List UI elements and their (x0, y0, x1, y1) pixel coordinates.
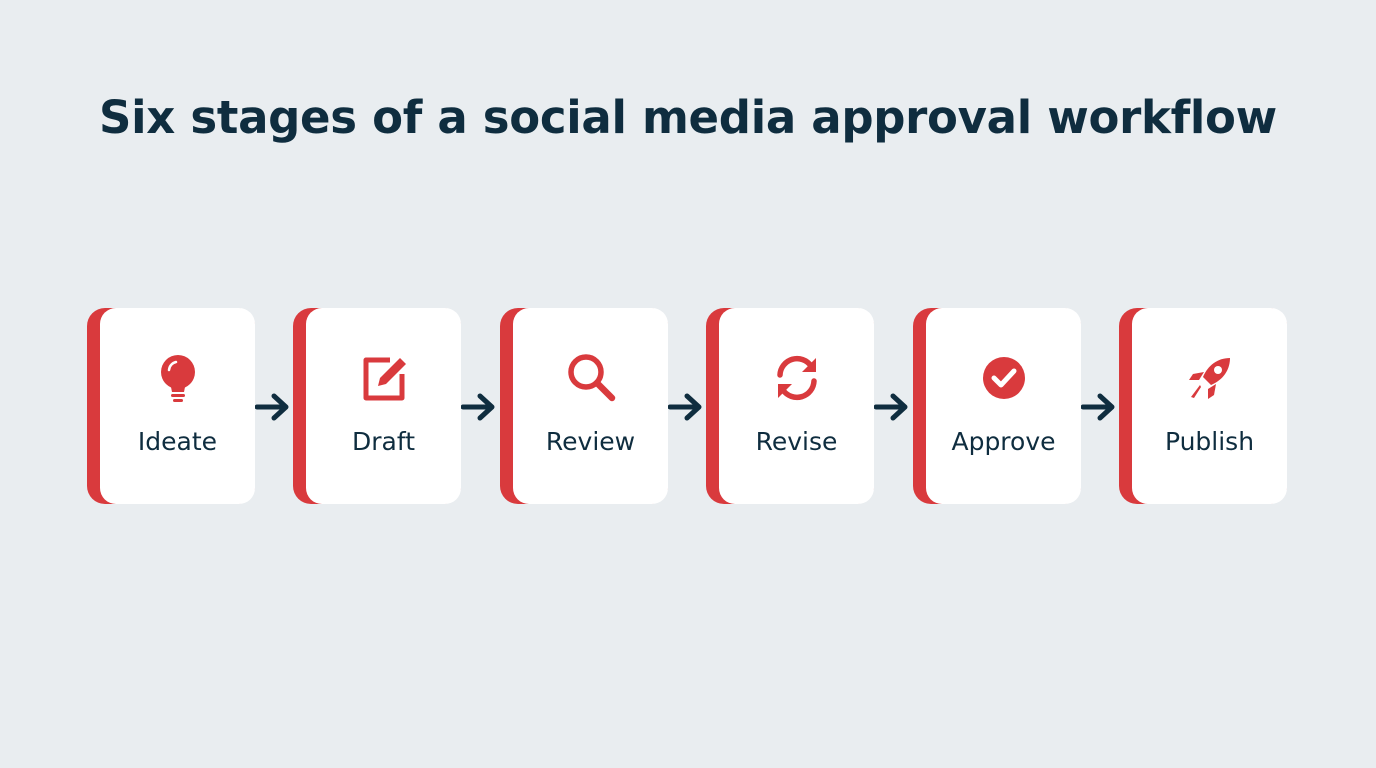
stage-card-body: Review (513, 308, 668, 504)
stage-card-body: Publish (1132, 308, 1287, 504)
stage-card-body: Ideate (100, 308, 255, 504)
diagram-title: Six stages of a social media approval wo… (99, 91, 1277, 144)
stage-card-revise: Revise (706, 308, 874, 504)
arrow-right-icon (874, 390, 910, 424)
stage-card-body: Approve (926, 308, 1081, 504)
stage-card-body: Revise (719, 308, 874, 504)
arrow-right-icon (1081, 390, 1117, 424)
arrow-right-icon (461, 390, 497, 424)
edit-icon (354, 348, 414, 408)
stage-label: Publish (1164, 427, 1255, 456)
stage-card-review: Review (500, 308, 668, 504)
rocket-icon (1180, 348, 1240, 408)
stage-card-draft: Draft (293, 308, 461, 504)
arrow-right-icon (255, 390, 291, 424)
stage-card-body: Draft (306, 308, 461, 504)
magnifier-icon (561, 348, 621, 408)
refresh-icon (767, 348, 827, 408)
arrow-right-icon (668, 390, 704, 424)
stage-label: Draft (351, 427, 415, 456)
stage-label: Revise (755, 427, 838, 456)
stage-label: Review (545, 427, 636, 456)
check-circle-icon (974, 348, 1034, 408)
stage-card-approve: Approve (913, 308, 1081, 504)
lightbulb-icon (148, 348, 208, 408)
stage-card-publish: Publish (1119, 308, 1287, 504)
stage-label: Ideate (137, 427, 218, 456)
stage-card-ideate: Ideate (87, 308, 255, 504)
stage-label: Approve (951, 427, 1056, 456)
